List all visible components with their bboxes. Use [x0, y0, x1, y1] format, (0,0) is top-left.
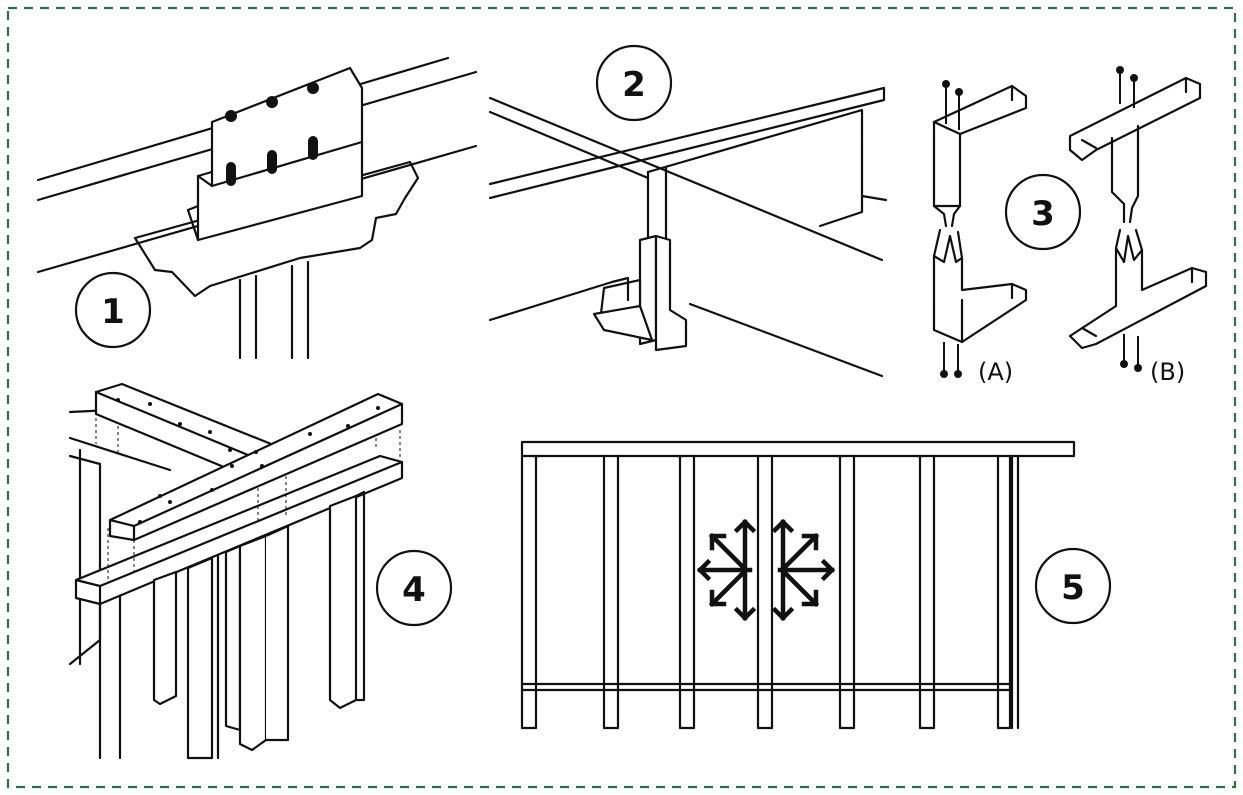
arrow-burst-icon: [696, 518, 836, 622]
panel-4-illustration: [68, 382, 404, 760]
panel-1-badge: 1: [74, 271, 152, 349]
panel-5-number: 5: [1061, 568, 1085, 608]
panel-2-illustration: [488, 86, 888, 378]
panel-3-illustration: [932, 66, 1208, 378]
panel-4-badge: 4: [375, 549, 453, 627]
panel-4-number: 4: [402, 570, 426, 610]
panel-2-number: 2: [622, 65, 646, 105]
panel-3-badge: 3: [1004, 173, 1082, 251]
label-b: (B): [1150, 358, 1185, 386]
panel-1-illustration: [36, 56, 478, 360]
panel-3-number: 3: [1031, 194, 1055, 234]
panel-2-badge: 2: [595, 44, 673, 122]
panel-5-illustration: [520, 440, 1076, 730]
label-a: (A): [978, 358, 1013, 386]
dashed-border: [6, 6, 1237, 789]
panel-5-badge: 5: [1034, 547, 1112, 625]
panel-1-number: 1: [101, 292, 125, 332]
